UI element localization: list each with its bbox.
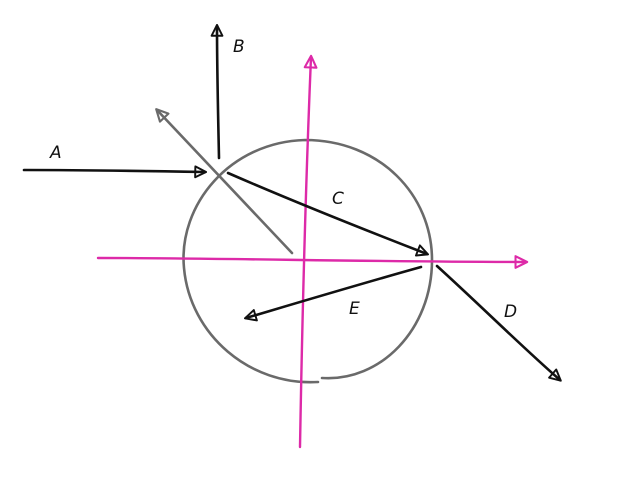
circle-boundary <box>182 138 434 384</box>
ray-c <box>226 171 429 257</box>
ray-b <box>210 23 224 160</box>
label-a: A <box>49 143 62 163</box>
label-e: E <box>349 299 360 319</box>
vertical-axis <box>298 54 318 449</box>
label-d: D <box>504 302 517 322</box>
ray-e <box>243 265 423 322</box>
ray-a <box>22 165 208 179</box>
horizontal-axis <box>96 255 529 269</box>
normal-line <box>155 108 294 255</box>
ray-d <box>435 264 562 382</box>
label-c: C <box>332 189 344 209</box>
label-b: B <box>233 37 245 57</box>
